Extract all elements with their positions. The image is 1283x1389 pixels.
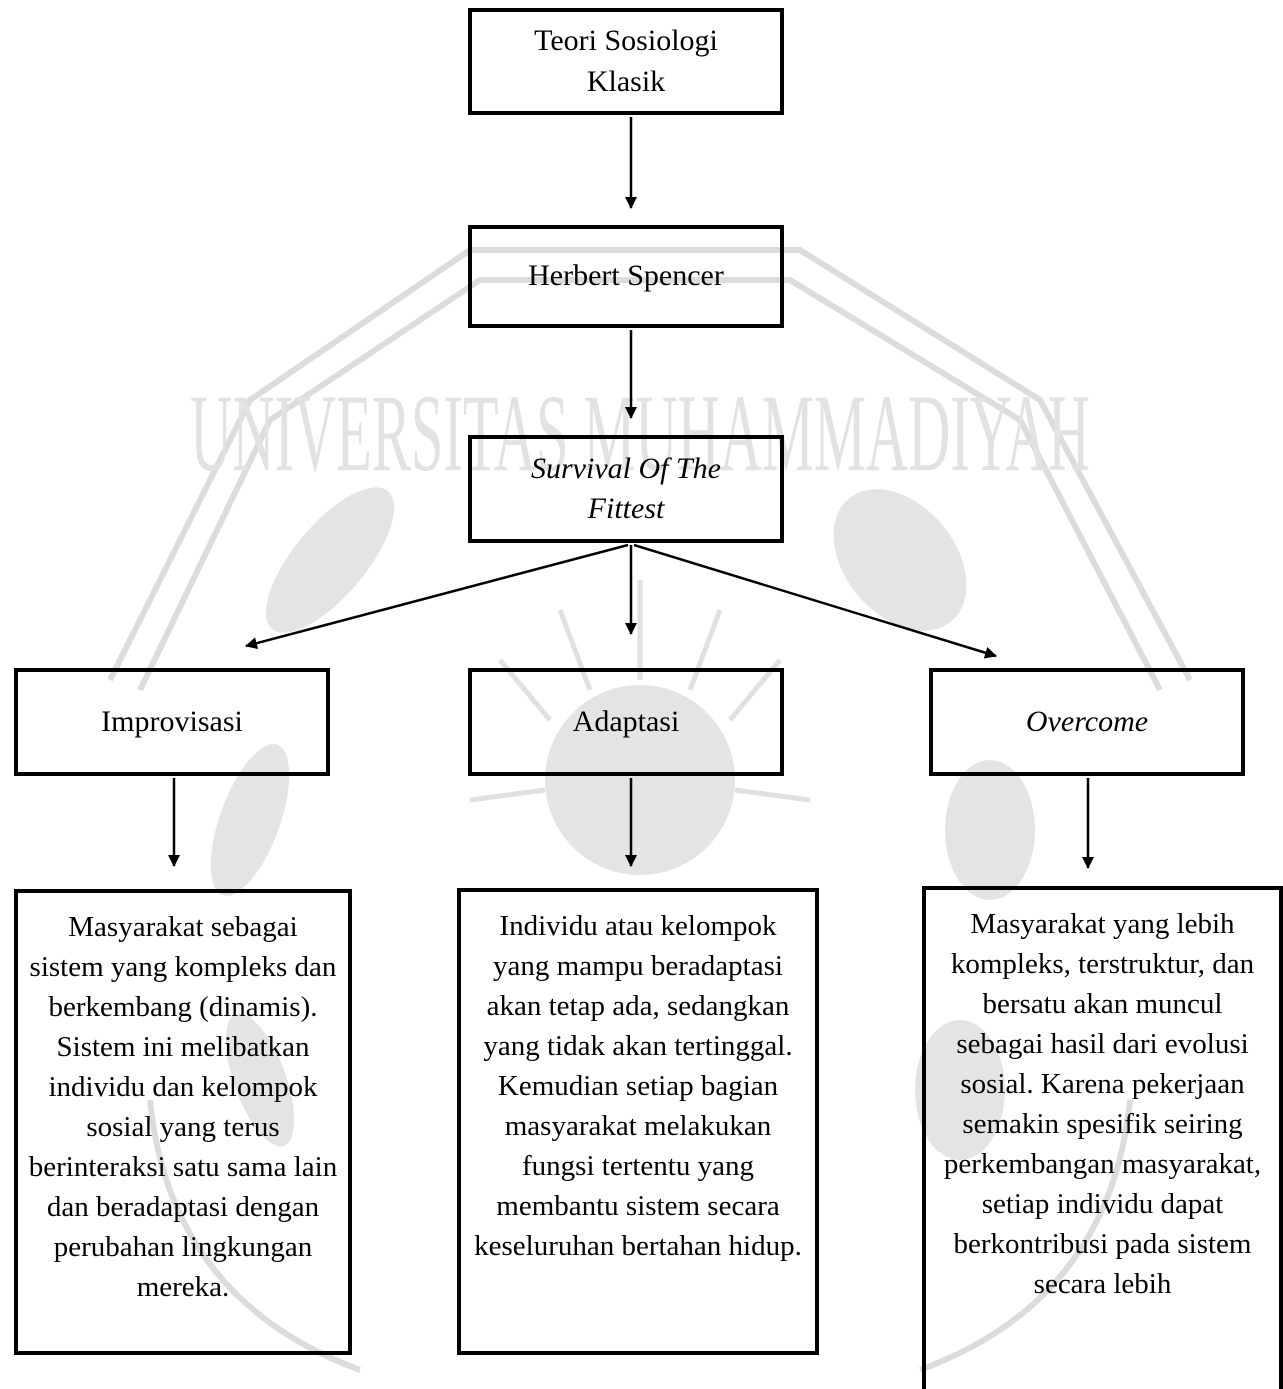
branch-improvisasi-box: Improvisasi (14, 668, 330, 776)
concept-node-box: Survival Of The Fittest (468, 435, 784, 543)
concept-node-label: Survival Of The Fittest (531, 451, 721, 525)
description-adaptasi-text: Individu atau kelompok yang mampu berada… (474, 910, 802, 1263)
watermark-text: UNIVERSITAS MUHAMMADIYAH (190, 372, 1090, 494)
description-improvisasi-text: Masyarakat sebagai sistem yang kompleks … (28, 911, 338, 1304)
branch-improvisasi-label: Improvisasi (101, 704, 243, 738)
theorist-node-label: Herbert Spencer (528, 259, 724, 293)
arrow-concept-to-right (633, 543, 997, 659)
root-node-label: Teori Sosiologi Klasik (534, 24, 718, 98)
branch-overcome-label: Overcome (1025, 704, 1149, 738)
arrow-concept-to-left (245, 543, 629, 649)
root-node-box: Teori Sosiologi Klasik (468, 8, 784, 115)
description-improvisasi-box: Masyarakat sebagai sistem yang kompleks … (14, 889, 352, 1355)
description-overcome-box: Masyarakat yang lebih kompleks, terstruk… (922, 886, 1283, 1389)
theorist-node-box: Herbert Spencer (468, 225, 784, 328)
description-adaptasi-box: Individu atau kelompok yang mampu berada… (457, 888, 819, 1355)
branch-overcome-box: Overcome (929, 668, 1245, 776)
branch-adaptasi-label: Adaptasi (572, 704, 680, 738)
branch-adaptasi-box: Adaptasi (468, 668, 784, 776)
description-overcome-text: Masyarakat yang lebih kompleks, terstruk… (943, 908, 1262, 1301)
